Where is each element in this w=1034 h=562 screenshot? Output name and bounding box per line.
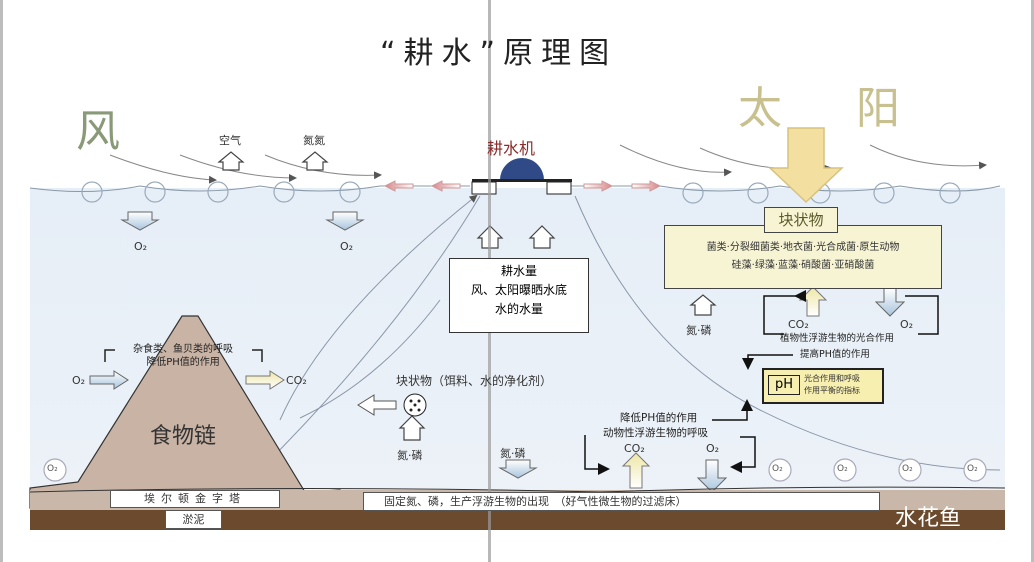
bottom-bubbles [43,458,987,482]
right-co2: CO₂ [788,318,809,331]
flocs-line1: 菌类·分裂细菌类·地衣菌·光合成菌·原生动物 [706,242,900,253]
tillage-box: 耕水量 风、太阳曝晒水底 水的水量 [449,258,589,333]
ph-line1: 光合作用和呼吸 [804,374,860,383]
food-chain-co2-out: CO₂ [286,374,307,387]
tilling-machine [471,158,572,195]
bottom-nutrients: 氮·磷 [500,447,526,460]
tillage-box-title: 耕水量 [500,264,537,278]
right-nutrients: 氮·磷 [686,324,712,337]
center-flocs-title: 块状物（饵料、水的净化剂） [396,374,553,388]
o2-mid-label: O₂ [340,240,354,253]
sun-label: 太 阳 [738,83,930,134]
ph-label: pH [768,375,800,395]
flocs-box: 菌类·分裂细菌类·地衣菌·光合成菌·原生动物 硅藻·绿藻·蓝藻·硝酸菌·亚硝酸菌 [664,225,942,289]
o2-left-label: O₂ [134,240,148,253]
food-chain-o2-in: O₂ [72,374,86,387]
surface-circles [81,181,961,204]
photosynthesis-label: 植物性浮游生物的光合作用 [780,333,895,344]
bubble-o2-2: O₂ [837,464,848,474]
bubble-o2-4: O₂ [967,464,978,474]
zooplankton-co2: CO₂ [624,442,645,455]
outflow-arrows [383,180,662,192]
mud-layer [30,510,1005,530]
watermark: 水花鱼 [895,506,962,531]
zooplankton-respiration: 动物性浮游生物的呼吸 [603,427,708,439]
gas-nitrogen-label: 氮氮 [303,134,325,147]
raise-ph-label: 提高PH值的作用 [800,349,870,360]
lower-ph-label: 降低PH值的作用 [620,412,698,424]
bubble-o2-0: O₂ [47,464,58,474]
ph-line2: 作用平衡的指标 [804,386,860,395]
wind-label: 风 [76,106,120,157]
bubble-o2-1: O₂ [772,464,783,474]
food-chain-respiration: 杂食类、鱼贝类的呼吸 降低PH值的作用 [118,343,248,369]
tillage-box-line2: 水的水量 [494,302,543,316]
respiration-line1: 杂食类、鱼贝类的呼吸 [133,344,233,355]
zooplankton-o2: O₂ [706,442,720,455]
bubble-o2-3: O₂ [902,464,913,474]
ph-box: pH 光合作用和呼吸 作用平衡的指标 [762,368,884,404]
food-chain-label: 食物链 [150,424,217,449]
flocs-title: 块状物 [764,207,838,233]
pyramid-label: 埃尔顿金字塔 [110,490,280,508]
gas-air-label: 空气 [219,134,241,147]
sun-arrow [768,127,844,204]
page-edge-left [0,0,3,562]
page-edge-right [1031,0,1034,562]
center-nutrients: 氮·磷 [397,449,423,462]
respiration-line2: 降低PH值的作用 [146,357,220,368]
right-o2: O₂ [900,318,914,331]
silt-label: 淤泥 [165,510,222,529]
page-title: “耕水”原理图 [380,36,618,71]
tillage-box-line1: 风、太阳曝晒水底 [470,283,567,297]
flocs-line2: 硅藻·绿藻·蓝藻·硝酸菌·亚硝酸菌 [731,260,875,271]
bottom-bar: 固定氮、磷，生产浮游生物的出现 （好气性微生物的过滤床） [363,492,880,511]
machine-label: 耕水机 [487,139,536,158]
